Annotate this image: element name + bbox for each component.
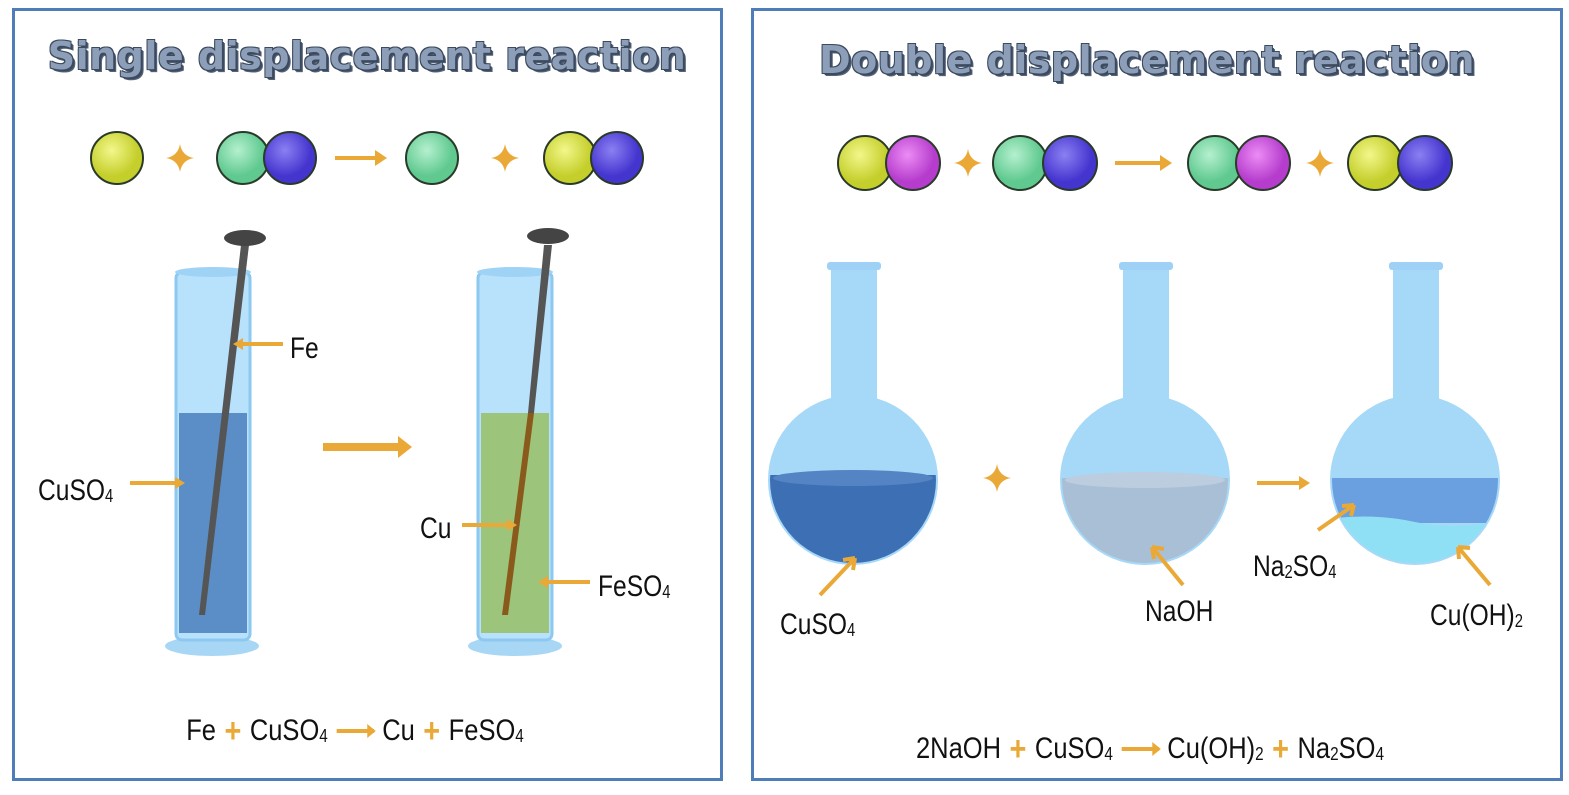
flask-naoh: [1060, 262, 1230, 565]
label-na2so4: Na2SO4: [1253, 550, 1337, 583]
double-title: Double displacement reaction: [819, 38, 1475, 82]
atom-green: [216, 131, 270, 185]
label-cuso4: CuSO4: [38, 474, 114, 507]
plus-icon: [1306, 149, 1334, 177]
label-fe: Fe: [290, 332, 319, 365]
test-tube-feso4: [468, 228, 569, 656]
test-tube-cuso4: [165, 230, 266, 656]
atom-yellow: [543, 131, 597, 185]
arrow-icon: [335, 150, 387, 166]
double-molecule-row: [837, 135, 1453, 191]
single-equation: Fe + CuSO4 Cu + FeSO4: [186, 712, 524, 750]
arrow-icon: [336, 724, 376, 738]
atom-yellow: [90, 131, 144, 185]
flask-products: [1330, 262, 1500, 565]
arrow-icon: [1121, 742, 1161, 756]
label-naoh: NaOH: [1145, 595, 1214, 628]
copper-coated-nail: [502, 413, 534, 615]
flask-cuso4: [768, 262, 938, 565]
plus-icon: [166, 144, 194, 172]
atom-purple: [263, 131, 317, 185]
reaction-arrow-icon: [323, 436, 412, 458]
single-molecule-row: [90, 131, 644, 185]
label-feso4: FeSO4: [598, 570, 671, 603]
single-molecule-symbols: [166, 144, 519, 172]
label-cuoh2: Cu(OH)2: [1430, 599, 1523, 632]
plus-icon: [491, 144, 519, 172]
single-title: Single displacement reaction: [47, 34, 687, 78]
plus-icon: [983, 464, 1011, 492]
plus-icon: [954, 149, 982, 177]
atom-green: [405, 131, 459, 185]
reaction-arrow-icon: [1257, 476, 1310, 490]
arrow-icon: [1115, 155, 1172, 171]
atom-purple: [590, 131, 644, 185]
label-cuso4-flask: CuSO4: [780, 608, 856, 641]
iron-nail: [199, 245, 249, 615]
label-cu: Cu: [420, 512, 452, 545]
double-equation: 2NaOH + CuSO4 Cu(OH)2 + Na2SO4: [915, 730, 1385, 768]
